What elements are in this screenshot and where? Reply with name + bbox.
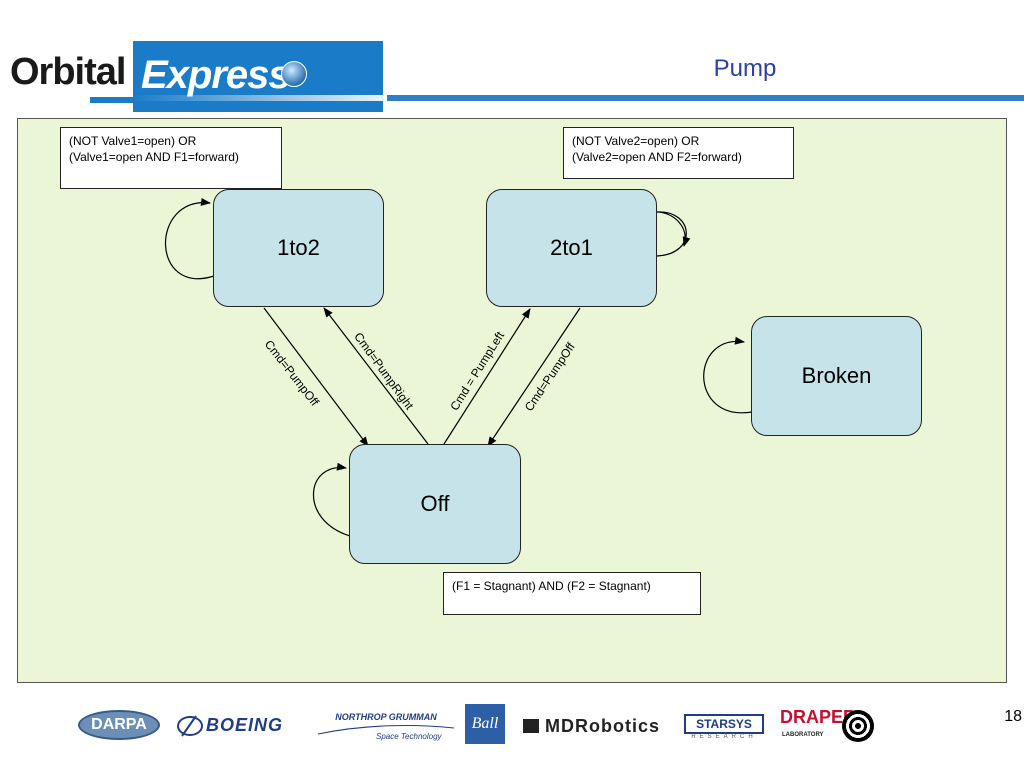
note-off-text: (F1 = Stagnant) AND (F2 = Stagnant)	[452, 579, 651, 593]
darpa-logo: DARPA	[78, 710, 160, 740]
state-off: Off	[349, 444, 521, 564]
draper-sub-text: LABORATORY	[782, 732, 824, 738]
northrop-grumman-sub-text: Space Technology	[376, 732, 442, 741]
state-1to2: 1to2	[213, 189, 384, 307]
starsys-logo: STARSYS RESEARCH	[676, 710, 764, 744]
note-1to2-line1: (NOT Valve1=open) OR	[69, 134, 197, 148]
note-1to2-line2: (Valve1=open AND F1=forward)	[69, 150, 239, 164]
starsys-sub-text: RESEARCH	[691, 734, 757, 740]
globe-icon	[281, 61, 307, 87]
draper-logo-text: DRAPER	[780, 707, 857, 727]
note-2to1: (NOT Valve2=open) OR (Valve2=open AND F2…	[563, 127, 794, 179]
swoosh-icon	[133, 95, 383, 101]
target-icon	[842, 710, 874, 742]
ball-logo: Ball	[465, 704, 505, 744]
note-1to2: (NOT Valve1=open) OR (Valve1=open AND F1…	[60, 127, 282, 189]
northrop-swoosh-icon	[317, 725, 455, 735]
state-broken: Broken	[751, 316, 922, 436]
northrop-grumman-logo: NORTHROP GRUMMAN Space Technology	[316, 710, 456, 744]
state-2to1: 2to1	[486, 189, 657, 307]
header-rule-left	[90, 97, 135, 103]
boeing-logo: BOEING	[176, 712, 310, 740]
note-2to1-line1: (NOT Valve2=open) OR	[572, 134, 700, 148]
draper-logo: DRAPER LABORATORY	[780, 706, 876, 746]
slide-title: Pump	[713, 55, 777, 82]
header-rule	[387, 95, 1024, 101]
northrop-grumman-logo-text: NORTHROP GRUMMAN	[335, 712, 437, 722]
mdr-mark-icon	[523, 719, 539, 733]
boeing-logo-text: BOEING	[206, 715, 284, 735]
note-2to1-line2: (Valve2=open AND F2=forward)	[572, 150, 742, 164]
express-logo: Express	[133, 41, 383, 112]
express-logo-text: Express	[141, 53, 291, 97]
orbital-logo-text: Orbital	[10, 51, 126, 93]
boeing-swirl-icon	[177, 715, 203, 737]
mdr-logo-text: MDRobotics	[545, 716, 660, 736]
note-off: (F1 = Stagnant) AND (F2 = Stagnant)	[443, 572, 701, 615]
starsys-logo-text: STARSYS	[684, 714, 764, 734]
page-number: 18	[1004, 708, 1022, 725]
mdr-logo: MDRobotics	[523, 716, 663, 738]
